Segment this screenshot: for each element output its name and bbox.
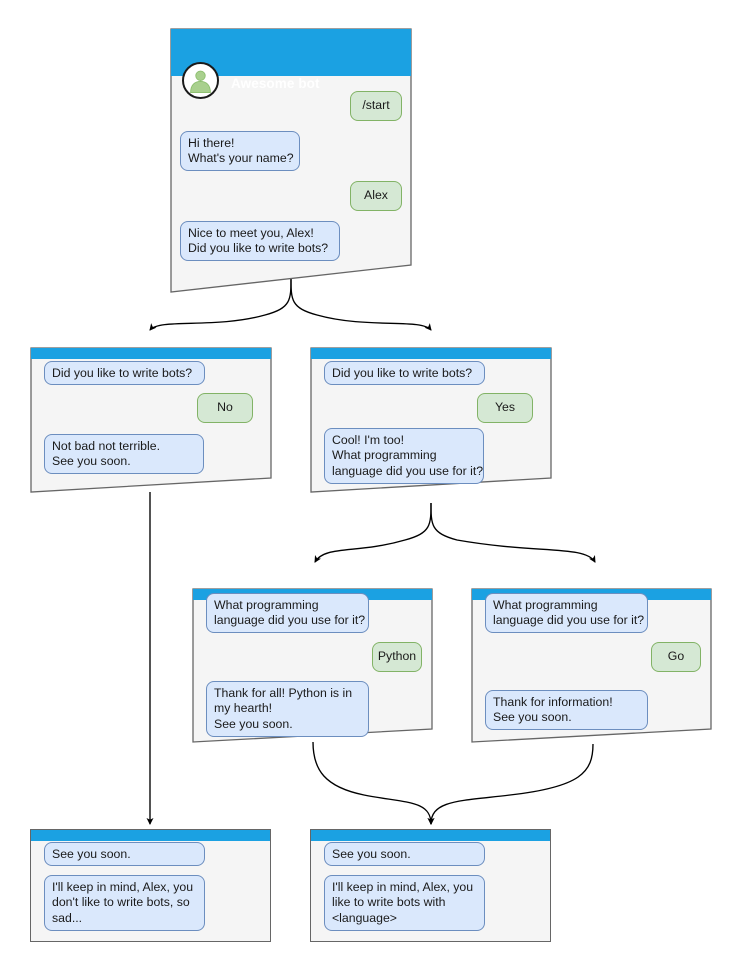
screen-card-language-go[interactable]: What programming language did you use fo… xyxy=(471,588,712,743)
chat-bubble-bot: Cool! I'm too! What programming language… xyxy=(324,428,484,484)
card-header-bar xyxy=(31,830,270,841)
edge-answer-yes-to-python xyxy=(314,502,432,563)
chat-bubble-bot: Nice to meet you, Alex! Did you like to … xyxy=(180,221,340,261)
chat-bubble-user: Alex xyxy=(350,181,402,211)
card-header-bar xyxy=(31,348,271,359)
chat-bubble-bot: Thank for all! Python is in my hearth! S… xyxy=(206,681,369,737)
screen-card-answer-yes[interactable]: Did you like to write bots? Yes Cool! I'… xyxy=(310,347,552,493)
chat-bubble-bot: Not bad not terrible. See you soon. xyxy=(44,434,204,474)
chat-bubble-bot: Hi there! What's your name? xyxy=(180,131,300,171)
card-header-bar xyxy=(311,348,551,359)
chat-bubble-bot: What programming language did you use fo… xyxy=(485,593,648,633)
card-header-bar xyxy=(311,830,550,841)
screen-card-start[interactable]: Awesome bot /start Hi there! What's your… xyxy=(170,28,412,293)
chat-bubble-user: /start xyxy=(350,91,402,121)
chat-bubble-user: No xyxy=(197,393,253,423)
chat-bubble-bot: Did you like to write bots? xyxy=(44,361,205,385)
chat-bubble-bot: I'll keep in mind, Alex, you like to wri… xyxy=(324,875,485,931)
chat-bubble-user: Go xyxy=(651,642,701,672)
chat-bubble-bot: What programming language did you use fo… xyxy=(206,593,369,633)
card-title: Awesome bot xyxy=(231,76,320,91)
screen-card-end-yes[interactable]: See you soon. I'll keep in mind, Alex, y… xyxy=(310,829,551,942)
chat-bubble-bot: See you soon. xyxy=(324,842,485,866)
chat-bubble-user: Yes xyxy=(477,393,533,423)
screen-card-end-no[interactable]: See you soon. I'll keep in mind, Alex, y… xyxy=(30,829,271,942)
chat-bubble-user: Python xyxy=(372,642,422,672)
edge-python-to-end-yes xyxy=(312,741,435,825)
screen-card-answer-no[interactable]: Did you like to write bots? No Not bad n… xyxy=(30,347,272,493)
chat-bubble-bot: Thank for information! See you soon. xyxy=(485,690,648,730)
person-avatar-icon xyxy=(182,62,219,99)
chat-bubble-bot: I'll keep in mind, Alex, you don't like … xyxy=(44,875,205,931)
edge-answer-yes-to-go xyxy=(430,502,596,563)
chat-bubble-bot: See you soon. xyxy=(44,842,205,866)
screen-card-language-python[interactable]: What programming language did you use fo… xyxy=(192,588,433,743)
edge-go-to-end-yes xyxy=(427,743,594,825)
chat-bubble-bot: Did you like to write bots? xyxy=(324,361,485,385)
